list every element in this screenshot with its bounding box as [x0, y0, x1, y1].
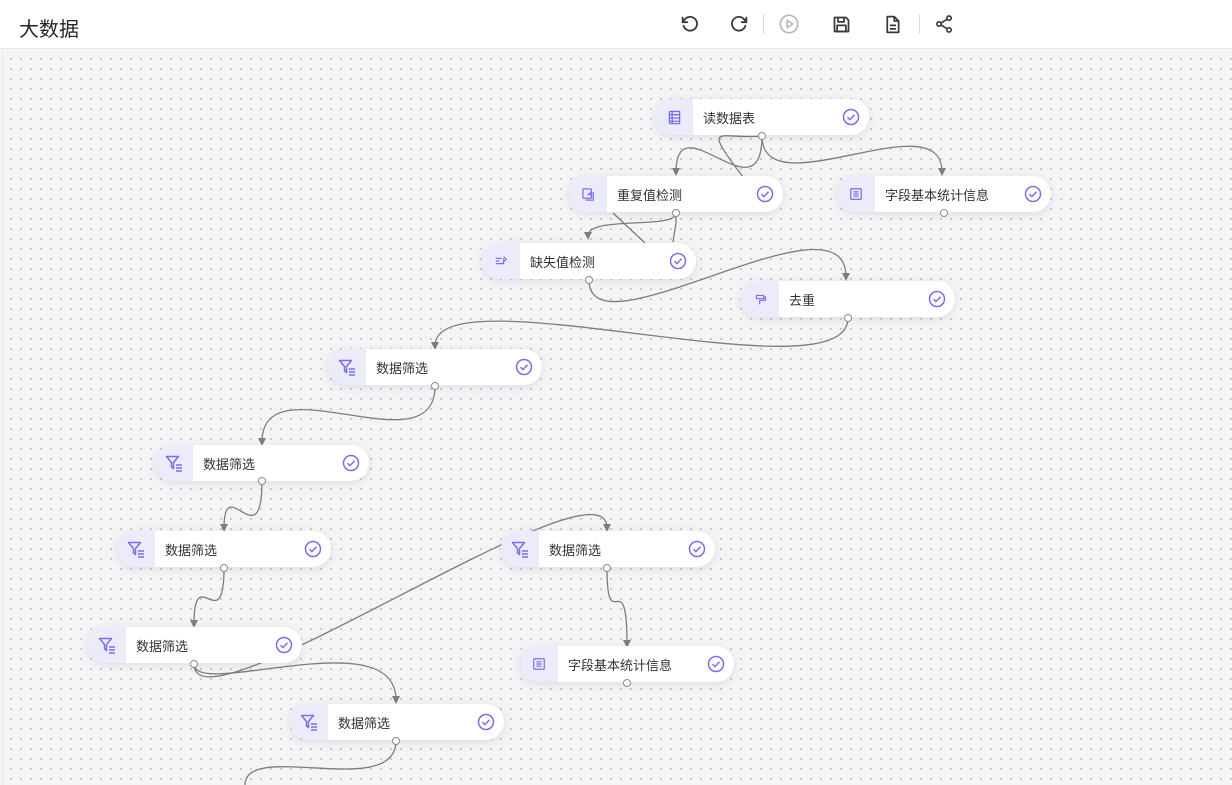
edge-table-to-dupcheck[interactable] [672, 135, 763, 176]
top-toolbar: 大数据 [0, 0, 1232, 49]
filter-icon [98, 637, 115, 654]
node-duplicate-check[interactable]: 重复值检测 [569, 176, 783, 212]
edge-table-to-stats[interactable] [761, 135, 946, 176]
node-filter[interactable]: 数据筛选 [328, 349, 542, 385]
node-label: 去重 [789, 293, 816, 309]
run-button[interactable] [776, 11, 802, 37]
edge-filter2-to-filter3[interactable] [220, 480, 263, 532]
edge-dupcheck-line[interactable] [612, 212, 646, 244]
page-title: 大数据 [19, 17, 79, 41]
node-label: 数据筛选 [338, 716, 391, 732]
check-circle-icon [688, 540, 706, 558]
redo-button[interactable] [726, 11, 752, 37]
output-port[interactable] [844, 314, 852, 322]
output-port[interactable] [672, 209, 680, 217]
output-port[interactable] [603, 564, 611, 572]
dedupe-icon [755, 294, 766, 304]
check-circle-icon [842, 108, 860, 126]
output-port[interactable] [758, 132, 766, 140]
node-dedupe[interactable]: 去重 [741, 281, 955, 317]
output-port[interactable] [585, 276, 593, 284]
output-port[interactable] [392, 737, 400, 745]
node-label: 数据筛选 [376, 361, 429, 377]
check-circle-icon [1024, 185, 1042, 203]
node-missing-value-check[interactable]: 缺失值检测 [482, 243, 696, 279]
node-read-table[interactable]: 读数据表 [655, 99, 869, 135]
check-circle-icon [275, 636, 293, 654]
share-icon [936, 15, 952, 33]
node-filter[interactable]: 数据筛选 [501, 531, 715, 567]
duplicate-check-icon [581, 187, 594, 201]
node-filter[interactable]: 数据筛选 [117, 531, 331, 567]
share-button[interactable] [931, 11, 957, 37]
edge-dedupe-to-filter1[interactable] [431, 317, 849, 350]
check-circle-icon [515, 358, 533, 376]
output-port[interactable] [431, 382, 439, 390]
document-icon [885, 15, 899, 33]
list-icon [533, 658, 545, 670]
node-field-stats[interactable]: 字段基本统计信息 [520, 646, 734, 682]
node-label: 字段基本统计信息 [568, 658, 673, 674]
undo-button[interactable] [677, 11, 703, 37]
node-label: 数据筛选 [549, 543, 602, 559]
missing-value-icon [495, 256, 508, 265]
filter-icon [338, 359, 355, 376]
node-label: 重复值检测 [617, 188, 683, 204]
node-label: 数据筛选 [165, 543, 218, 559]
node-filter[interactable]: 数据筛选 [88, 627, 302, 663]
node-label: 读数据表 [703, 111, 756, 127]
filter-icon [165, 455, 182, 472]
check-circle-icon [304, 540, 322, 558]
edge-filter3-to-filter4[interactable] [190, 567, 225, 628]
output-port[interactable] [940, 209, 948, 217]
check-circle-icon [756, 185, 774, 203]
node-label: 缺失值检测 [530, 255, 596, 271]
edge-filter5-out[interactable] [244, 740, 397, 785]
edge-filter6-to-stats2[interactable] [606, 567, 631, 648]
undo-icon [681, 15, 698, 32]
filter-icon [300, 714, 317, 731]
check-circle-icon [342, 454, 360, 472]
log-button[interactable] [879, 11, 905, 37]
edge-table-to-missing[interactable] [718, 135, 763, 178]
check-circle-icon [928, 290, 946, 308]
check-circle-icon [707, 655, 725, 673]
save-button[interactable] [828, 11, 854, 37]
output-port[interactable] [190, 660, 198, 668]
node-filter[interactable]: 数据筛选 [155, 445, 369, 481]
edge-filter4-to-filter5[interactable] [193, 662, 400, 704]
node-label: 数据筛选 [136, 639, 189, 655]
node-field-stats[interactable]: 字段基本统计信息 [837, 176, 1051, 212]
edge-missing-to-dedupe[interactable] [588, 248, 850, 303]
edge-filter1-to-filter2[interactable] [258, 385, 436, 446]
check-circle-icon [477, 713, 495, 731]
list-icon [850, 188, 862, 200]
node-label: 字段基本统计信息 [885, 188, 990, 204]
node-label: 数据筛选 [203, 457, 256, 473]
toolbar-divider [919, 14, 920, 34]
table-icon [668, 110, 680, 124]
play-circle-icon [779, 14, 799, 34]
save-icon [833, 16, 849, 32]
node-filter[interactable]: 数据筛选 [290, 704, 504, 740]
edge-dupcheck-to-missing[interactable] [584, 212, 677, 240]
filter-icon [127, 541, 144, 558]
toolbar-divider [763, 14, 764, 34]
output-port[interactable] [220, 564, 228, 572]
edge-filter4-to-filter6[interactable] [193, 513, 611, 678]
filter-icon [511, 541, 528, 558]
redo-icon [731, 15, 748, 32]
check-circle-icon [669, 252, 687, 270]
output-port[interactable] [623, 679, 631, 687]
output-port[interactable] [258, 477, 266, 485]
